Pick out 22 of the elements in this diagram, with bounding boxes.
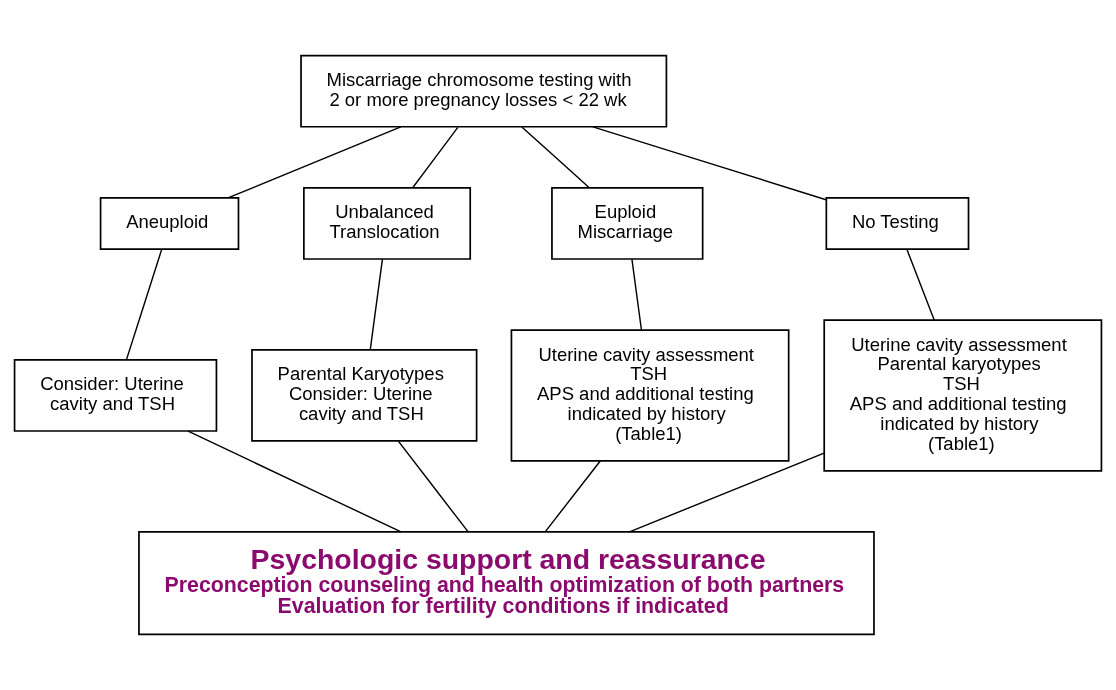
connector	[125, 248, 163, 361]
node-box: Euploid Miscarriage	[551, 187, 704, 260]
node-box: Uterine cavity assessment TSH APS and additional testing indicated by history (Table1)	[510, 329, 790, 462]
connector	[369, 258, 384, 351]
node-box: Psychologic support and reassurance Preconception counseling and health optimization of both partners Evaluation for fertility conditions if indicated	[138, 531, 875, 636]
node-box: Unbalanced Translocation	[303, 187, 472, 260]
connector	[592, 126, 827, 201]
connector	[631, 258, 643, 331]
connector	[544, 460, 601, 533]
connector	[412, 126, 459, 189]
node-box: Parental Karyotypes Consider: Uterine cavity and TSH	[251, 349, 478, 442]
node-box: Consider: Uterine cavity and TSH	[13, 359, 218, 432]
connector	[628, 452, 825, 533]
node-box: No Testing	[825, 197, 970, 250]
node-box: Miscarriage chromosome testing with 2 or more pregnancy losses < 22 wk	[300, 54, 668, 128]
connector	[521, 126, 590, 189]
connector	[397, 440, 469, 533]
connector	[187, 430, 402, 533]
connector	[906, 248, 935, 321]
connector	[227, 126, 402, 199]
node-box: Aneuploid	[99, 197, 240, 250]
node-box: Uterine cavity assessment Parental karyotypes TSH APS and additional testing indicated by history (Table1)	[823, 319, 1103, 472]
